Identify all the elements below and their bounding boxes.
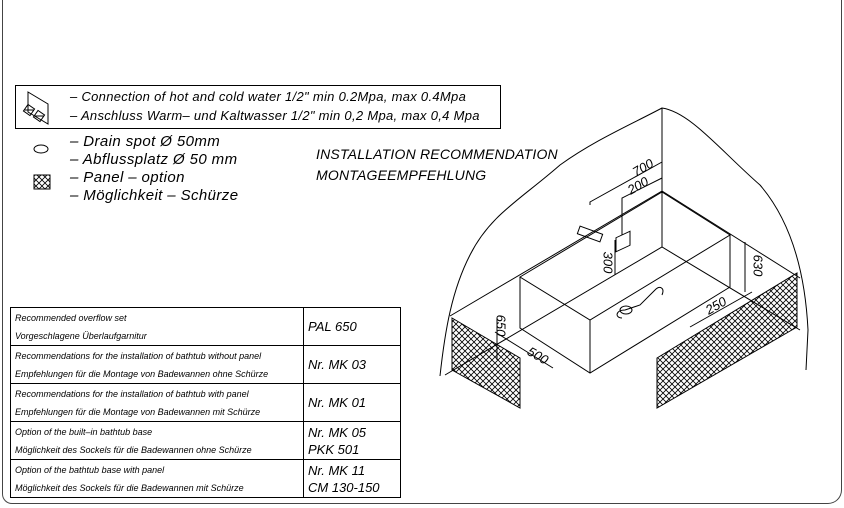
panel-text-en: – Panel – option (70, 169, 185, 186)
row-code: Nr. MK 11 (308, 462, 366, 478)
table-cell-code: PAL 650 (303, 307, 401, 346)
dim-630-label: 630 (750, 254, 766, 277)
row-text-en: Recommended overflow set (15, 312, 127, 323)
connection-text-en: – Connection of hot and cold water 1/2" … (70, 89, 467, 104)
panel-right (656, 272, 798, 409)
valve-plate-icon (615, 230, 631, 253)
row-code: Nr. MK 03 (308, 357, 367, 372)
drain-fitting-icon (619, 305, 633, 315)
table-row: Recommendations for the installation of … (10, 345, 401, 384)
panel-left (451, 317, 521, 409)
water-valve-icon (22, 91, 49, 125)
dim-500-line (494, 331, 554, 369)
row-text-de: Möglichkeit des Sockels für die Badewann… (15, 482, 244, 493)
row-text-en: Option of the bathtub base with panel (15, 464, 165, 475)
water-connection-legend: – Connection of hot and cold water 1/2" … (15, 85, 501, 129)
table-cell-code: Nr. MK 01 (303, 383, 401, 422)
wall-outline (439, 107, 809, 377)
panel-text-de: – Möglichkeit – Schürze (70, 187, 239, 204)
table-cell-description: Recommendations for the installation of … (10, 345, 304, 384)
dim-700-line (589, 161, 663, 205)
connection-text-de: – Anschluss Warm– und Kaltwasser 1/2" mi… (70, 108, 480, 123)
row-text-en: Recommendations for the installation of … (15, 350, 262, 361)
table-cell-code: Nr. MK 03 (303, 345, 401, 384)
floor-line-left (449, 190, 663, 317)
row-text-de: Empfehlungen für die Montage von Badewan… (15, 368, 269, 379)
row-text-de: Empfehlungen für die Montage von Badewan… (15, 406, 261, 417)
table-cell-description: Recommendations for the installation of … (10, 383, 304, 422)
row-text-en: Option of the built–in bathtub base (15, 426, 153, 437)
row-code: CM 130-150 (308, 479, 380, 495)
row-text-de: Möglichkeit des Sockels für die Badewann… (15, 444, 252, 455)
row-text-en: Recommendations for the installation of … (15, 388, 249, 399)
row-code: PAL 650 (308, 319, 357, 334)
dim-250-line (689, 291, 753, 328)
faucet-icon (616, 287, 664, 319)
floor-line-right (661, 190, 801, 279)
drain-text-en: – Drain spot Ø 50mm (70, 133, 221, 150)
row-code: Nr. MK 05 (308, 424, 367, 440)
row-code: PKK 501 (308, 441, 360, 457)
row-text-de: Vorgeschlagene Überlaufgarnitur (15, 330, 147, 341)
spout-icon (576, 225, 604, 243)
title-de: MONTAGEEMPFEHLUNG (316, 167, 487, 183)
dim-200-line (621, 177, 663, 235)
title-en: INSTALLATION RECOMMENDATION (316, 146, 558, 162)
dim-300-label: 300 (600, 251, 616, 274)
panel-hatch-icon (33, 174, 51, 190)
drain-text-de: – Abflussplatz Ø 50 mm (70, 151, 238, 168)
table-row: Recommendations for the installation of … (10, 383, 401, 422)
row-code: Nr. MK 01 (308, 395, 367, 410)
drain-icon (33, 144, 49, 154)
dim-650-label: 650 (493, 314, 509, 337)
